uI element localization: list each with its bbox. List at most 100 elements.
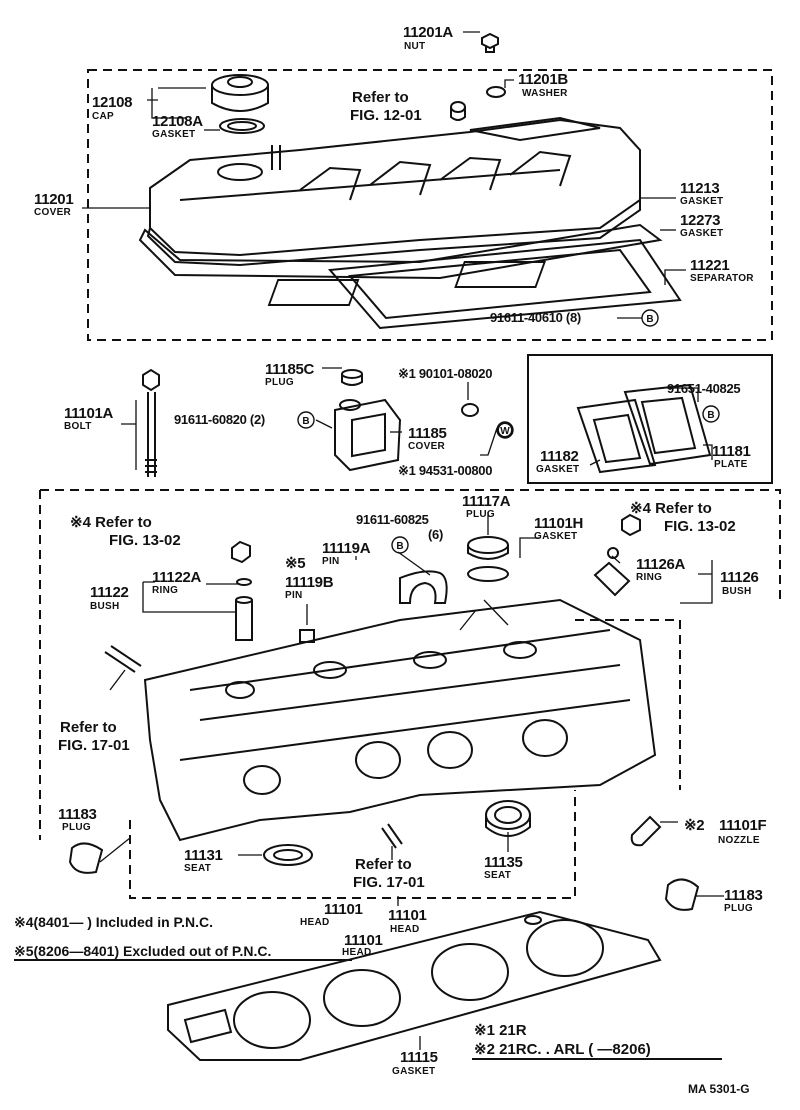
part-name: SEAT	[484, 870, 512, 881]
fig-ref-line2: FIG. 17-01	[353, 874, 425, 891]
badge-w-icon	[496, 421, 514, 439]
head-gasket-part	[167, 910, 662, 1061]
part-number: 11201B	[518, 71, 568, 88]
part-name: BUSH	[90, 601, 120, 612]
svg-text:B: B	[707, 410, 714, 421]
part-number: 11182	[540, 448, 579, 465]
badge-b-label: B	[646, 314, 653, 325]
part-name: PIN	[322, 556, 340, 567]
part-number: 11101	[388, 907, 427, 924]
valve-cover-part	[146, 116, 641, 267]
part-number: 91611-60825	[356, 512, 429, 527]
plug-11183-left-part	[68, 842, 104, 874]
washer-part	[450, 86, 506, 121]
part-number: 11221	[690, 257, 730, 274]
cover-gasket-part	[138, 223, 663, 280]
part-number: 11101	[344, 932, 383, 949]
part-number: 12273	[680, 212, 721, 229]
seat-11135-part	[485, 800, 531, 830]
part-number: 12108A	[152, 113, 203, 130]
badge-b-icon	[641, 309, 659, 327]
fig-ref-line2: FIG. 17-01	[58, 737, 130, 754]
part-number: 11201	[34, 191, 74, 208]
part-name: PLUG	[466, 509, 495, 520]
part-mark: ※2	[684, 817, 705, 834]
part-number: 12108	[92, 94, 133, 111]
model-note-1: ※1 21R	[474, 1022, 527, 1039]
pin-11119a-part	[399, 570, 448, 604]
plate-gasket-part	[576, 398, 657, 474]
part-qty: (6)	[428, 527, 443, 542]
part-name: GASKET	[680, 196, 724, 207]
part-number: 11126	[720, 569, 759, 586]
part-name: GASKET	[152, 129, 196, 140]
part-number: 11122A	[152, 569, 202, 586]
part-number: 11101F	[719, 817, 767, 834]
svg-text:W: W	[500, 426, 510, 437]
part-name: GASKET	[534, 531, 578, 542]
part-number: 11115	[400, 1049, 438, 1066]
part-mark: ※5	[285, 555, 306, 572]
part-name: BOLT	[64, 421, 92, 432]
bush-11126-part	[593, 561, 631, 597]
part-name: RING	[636, 572, 663, 583]
part-name: GASKET	[392, 1066, 436, 1077]
badge-b-icon	[702, 405, 720, 423]
part-number: 11135	[484, 854, 523, 871]
part-name: RING	[152, 585, 179, 596]
part-number: 11183	[58, 806, 97, 823]
part-name: WASHER	[522, 88, 568, 99]
fig-ref-line1: Refer to	[352, 89, 409, 106]
fig-ref-line1: Refer to	[60, 719, 117, 736]
part-number: 11119B	[285, 574, 334, 591]
part-number: 11181	[712, 443, 751, 460]
part-name: CAP	[92, 111, 115, 122]
svg-text:B: B	[396, 541, 403, 552]
part-name: BUSH	[722, 586, 752, 597]
part-name: PLATE	[714, 459, 748, 470]
part-name: PIN	[285, 590, 303, 601]
part-name: SEAT	[184, 863, 212, 874]
plate-part	[623, 383, 712, 466]
fig-ref-line2: FIG. 13-02	[664, 518, 736, 535]
svg-text:B: B	[302, 416, 309, 427]
part-number: 11101	[324, 901, 363, 918]
part-name: GASKET	[680, 228, 724, 239]
part-number: 91651-40825	[667, 381, 741, 396]
part-name: NOZZLE	[718, 835, 760, 846]
part-name: HEAD	[390, 924, 420, 935]
nozzle-part	[630, 815, 662, 847]
fig-ref-line1: Refer to	[355, 856, 412, 873]
model-note-2: ※2 21RC. . ARL ( —8206)	[474, 1041, 651, 1058]
separator-part	[267, 238, 682, 330]
plate-group-box	[527, 354, 773, 484]
note-4: ※4(8401— ) Included in P.N.C.	[14, 914, 213, 930]
cap-13-02-part	[231, 540, 251, 564]
part-name: COVER	[408, 441, 446, 452]
part-name: COVER	[34, 207, 72, 218]
figure-id: MA 5301-G	[688, 1082, 750, 1096]
head-plug-part	[467, 536, 509, 582]
seat-11131-part	[263, 844, 313, 866]
part-name: GASKET	[536, 464, 580, 475]
badge-b-icon	[297, 411, 315, 429]
part-number: 11201A	[403, 24, 453, 41]
part-number: 91611-40610 (8)	[490, 310, 581, 325]
part-name: PLUG	[724, 903, 753, 914]
bush-11122-part	[235, 600, 253, 641]
part-number: 11185	[408, 425, 447, 442]
part-number: 11183	[724, 887, 763, 904]
part-number: ※1 90101-08020	[398, 366, 493, 381]
part-number: ※1 94531-00800	[398, 463, 493, 478]
fig-ref-line1: ※4 Refer to	[630, 500, 712, 517]
fig-ref-line2: FIG. 13-02	[109, 532, 181, 549]
cover-11185-part	[334, 398, 402, 472]
plug-11185c-part	[341, 369, 363, 386]
cylinder-head-part	[143, 598, 657, 842]
part-number: 11101A	[64, 405, 114, 422]
oil-cap-part	[211, 74, 269, 134]
note-5: ※5(8206—8401) Excluded out of P.N.C.	[14, 943, 272, 959]
bolt-part	[142, 368, 160, 477]
fig-ref-line2: FIG. 12-01	[350, 107, 422, 124]
